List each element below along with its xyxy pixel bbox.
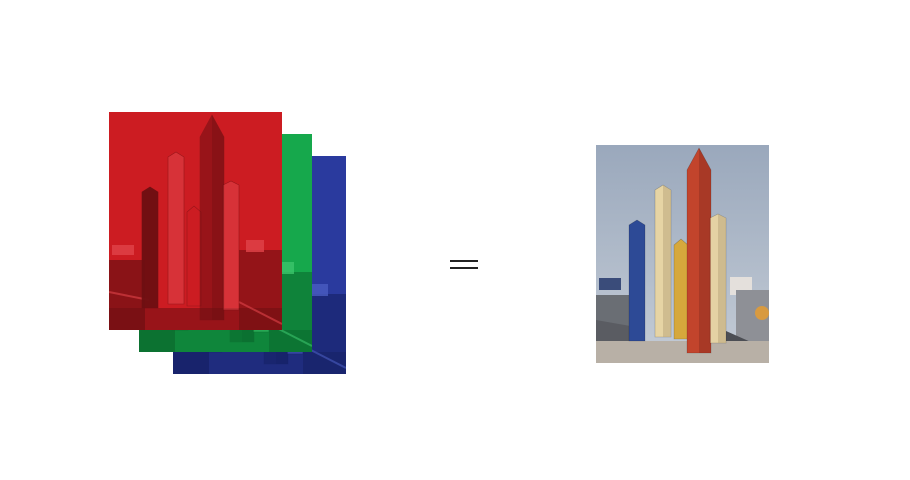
road-right	[238, 301, 282, 325]
tower-right	[222, 180, 240, 311]
tower-tall-shade	[699, 148, 711, 353]
equals-bar-bottom	[450, 267, 478, 269]
tower-short	[673, 238, 689, 340]
tower-dark	[628, 219, 646, 342]
tree-right	[755, 306, 769, 320]
ground	[139, 330, 312, 352]
ground	[173, 352, 346, 374]
red-channel-layer	[109, 112, 282, 330]
billboard-right	[310, 284, 328, 296]
billboard-left	[112, 245, 134, 255]
tower-right-shade	[718, 214, 726, 343]
tower-light	[167, 151, 185, 305]
ground	[109, 308, 282, 330]
tower-dark	[141, 186, 159, 309]
composite-color-image	[596, 145, 769, 363]
tower-tall-shade	[212, 115, 224, 320]
tower-light-shade	[663, 185, 671, 337]
equals-bar-top	[450, 260, 478, 262]
composite-photo	[596, 145, 769, 363]
plaza	[596, 341, 769, 363]
highway-left	[596, 320, 636, 343]
equals-icon	[450, 258, 478, 270]
billboard-left	[599, 278, 621, 290]
billboard-right	[246, 240, 264, 252]
tower-short	[186, 205, 202, 307]
red-channel-image	[109, 112, 282, 330]
